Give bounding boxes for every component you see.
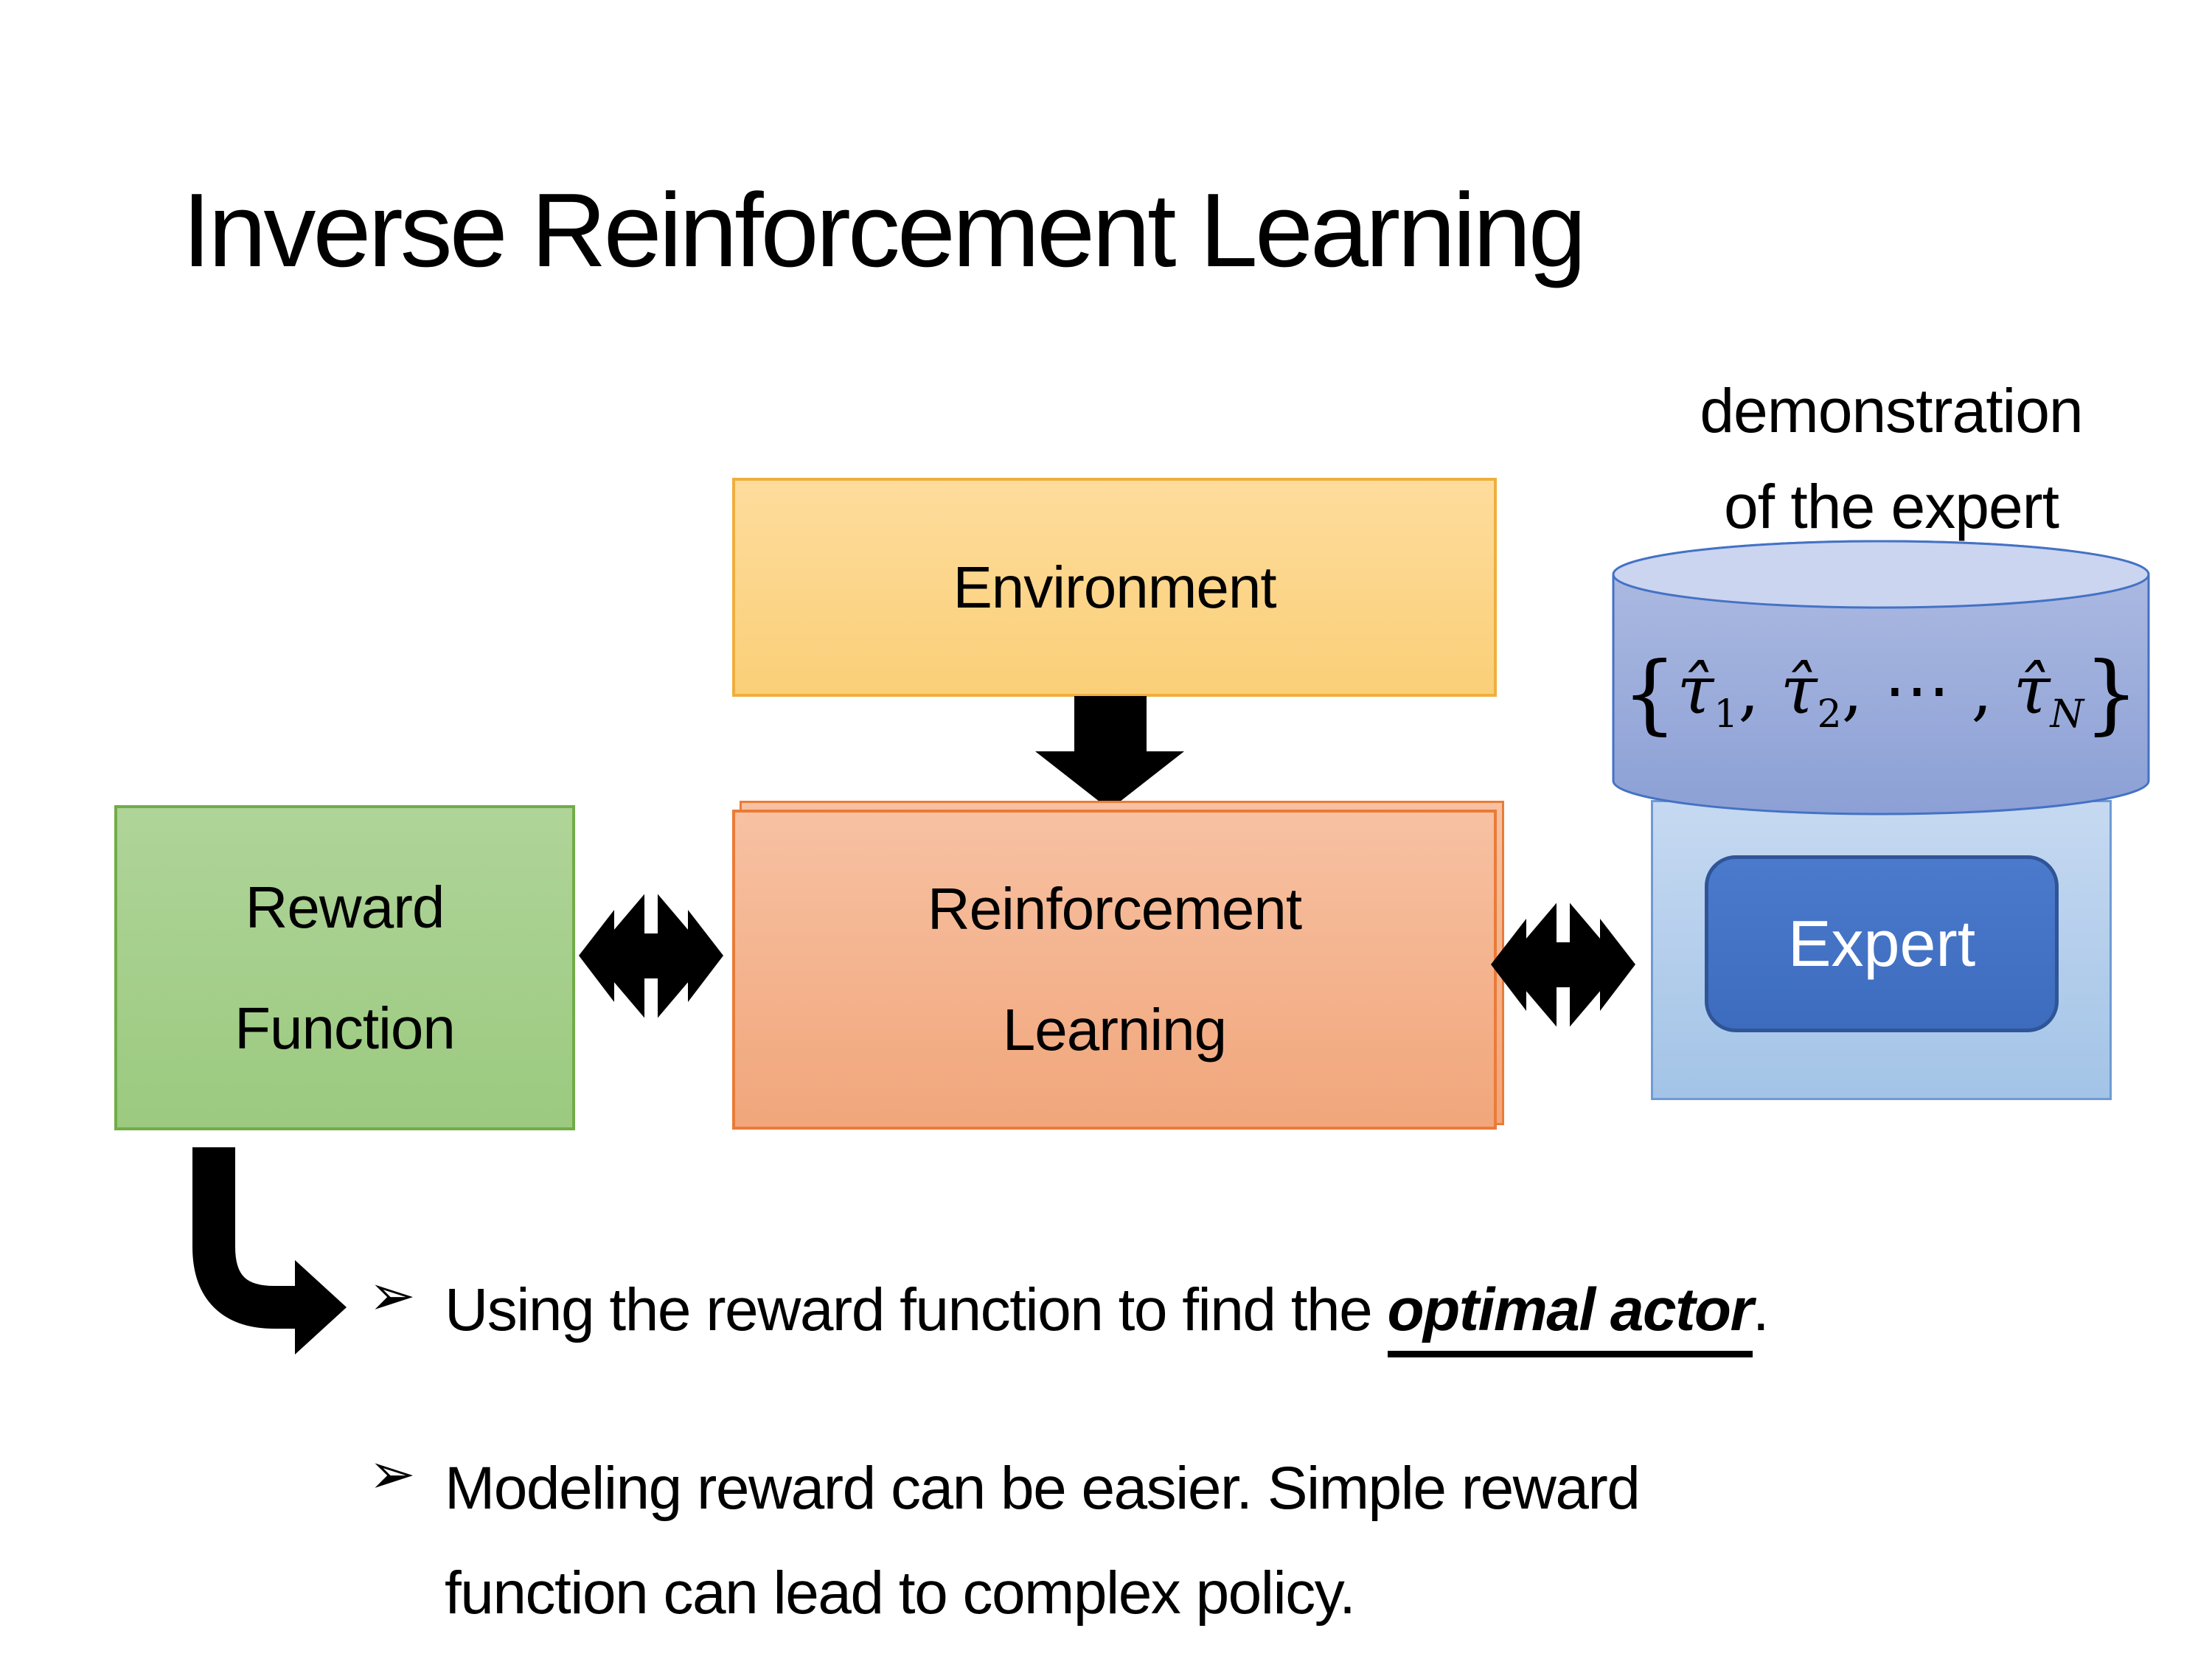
database-cylinder-icon: [1612, 540, 2150, 815]
bullet-1-text: Using the reward function to find the op…: [445, 1258, 2138, 1363]
environment-box: Environment: [732, 478, 1497, 697]
rl-label-line-2: Learning: [1002, 997, 1227, 1062]
caption-line-2: of the expert: [1724, 472, 2059, 541]
demonstration-caption: demonstration of the expert: [1633, 363, 2149, 554]
bent-right-arrow-icon: [192, 1147, 347, 1354]
caption-line-1: demonstration: [1700, 376, 2083, 445]
bullet-2-line-2: function can lead to complex policy.: [445, 1559, 1356, 1627]
environment-label: Environment: [953, 554, 1276, 620]
expert-box: Expert: [1705, 855, 2059, 1032]
ellipsis: , ⋯ ,: [1841, 651, 2014, 729]
tau-hat-2: τ̂: [1780, 651, 1818, 729]
double-arrow-icon: [579, 886, 723, 1026]
bullet-item-1: ➢ Using the reward function to find the …: [369, 1258, 2138, 1363]
tau-hat-N: τ̂: [2013, 651, 2051, 729]
subscript-1: 1: [1714, 692, 1739, 737]
bullet-1-emphasis: optimal actor: [1387, 1276, 1753, 1357]
arrowhead-bullet-icon: ➢: [369, 1441, 416, 1506]
slide-title: Inverse Reinforcement Learning: [182, 172, 1587, 289]
bullet-1-post: .: [1752, 1276, 1770, 1343]
arrowhead-bullet-icon: ➢: [369, 1262, 416, 1328]
subscript-2: 2: [1817, 692, 1842, 737]
bullet-item-2: ➢ Modeling reward can be easier. Simple …: [369, 1436, 2138, 1646]
expert-label: Expert: [1787, 907, 1976, 980]
bullet-2-line-1: Modeling reward can be easier. Simple re…: [445, 1455, 1641, 1522]
reward-label-line-1: Reward: [245, 874, 445, 940]
double-arrow-icon: [1491, 895, 1635, 1034]
bullet-1-pre: Using the reward function to find the: [445, 1276, 1388, 1343]
reinforcement-learning-box: Reinforcement Learning: [732, 810, 1497, 1130]
down-arrow-icon: [1035, 696, 1184, 810]
tau-hat-1: τ̂: [1677, 651, 1714, 729]
open-brace: {: [1622, 643, 1677, 744]
reward-label-line-2: Function: [234, 995, 456, 1061]
comma: ,: [1738, 651, 1781, 729]
rl-label-line-1: Reinforcement: [927, 876, 1302, 942]
reward-function-box: Reward Function: [114, 805, 575, 1130]
close-brace: }: [2084, 643, 2139, 744]
bullet-2-text: Modeling reward can be easier. Simple re…: [445, 1436, 2138, 1646]
trajectory-set-formula: {τ̂1, τ̂2, ⋯ , τ̂N}: [1622, 643, 2139, 744]
subscript-N: N: [2050, 692, 2084, 737]
